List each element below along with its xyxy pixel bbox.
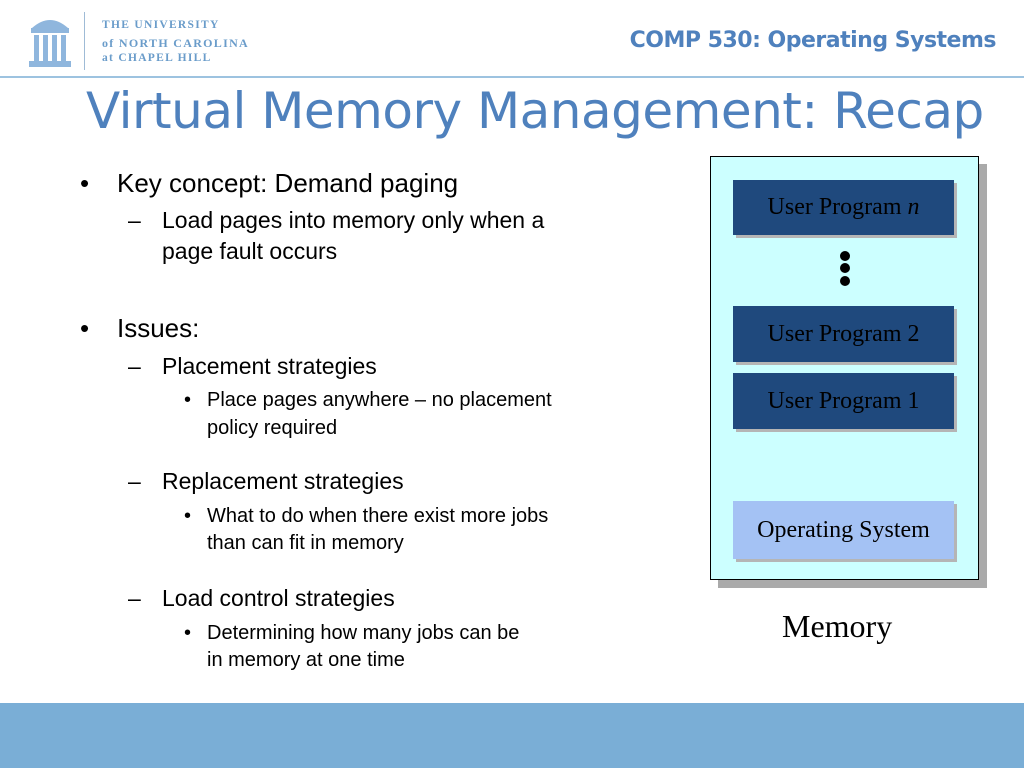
operating-system-block: Operating System: [733, 501, 954, 559]
block-label-n: n: [907, 194, 920, 220]
logo-text-1: THE UNIVERSITY: [102, 19, 220, 31]
subsub-text: What to do when there exist more jobs: [207, 505, 549, 527]
memory-diagram: User Program n User Program 2 User Progr…: [710, 156, 979, 580]
subsub-text: than can fit in memory: [207, 532, 404, 554]
unc-logo: [28, 14, 72, 70]
dash: –: [128, 468, 141, 494]
bullet-text: Issues:: [117, 313, 200, 343]
logo-text-3: at CHAPEL HILL: [102, 52, 212, 64]
sub-text: Replacement strategies: [162, 468, 404, 494]
logo-text-2: of NORTH CAROLINA: [102, 36, 250, 50]
bullet: •: [80, 168, 90, 198]
old-well-icon: [29, 20, 71, 67]
slide-title: Virtual Memory Management: Recap: [86, 82, 984, 140]
subsub-text: in memory at one time: [207, 649, 405, 671]
subsub-text: Determining how many jobs can be: [207, 622, 520, 644]
dash: –: [128, 207, 141, 233]
user-program-2: User Program 2: [733, 306, 954, 362]
ellipsis-dot: [840, 263, 850, 273]
subsub-text: policy required: [207, 417, 338, 439]
course-title: COMP 530: Operating Systems: [629, 28, 997, 53]
dash: –: [128, 585, 141, 611]
sub-text: Placement strategies: [162, 353, 377, 379]
subsub-text: Place pages anywhere – no placement: [207, 389, 552, 411]
ellipsis-dot: [840, 251, 850, 261]
bullet: •: [184, 389, 192, 411]
memory-label: Memory: [782, 608, 893, 644]
user-program-n: User Program n: [733, 180, 954, 235]
bullet: •: [184, 505, 192, 527]
user-program-1: User Program 1: [733, 373, 954, 429]
bullet-text: Key concept: Demand paging: [117, 168, 459, 198]
sub-text: page fault occurs: [162, 238, 338, 264]
sub-text: Load control strategies: [162, 585, 395, 611]
bullet: •: [80, 313, 90, 343]
ellipsis-dot: [840, 276, 850, 286]
logo-divider: [84, 12, 85, 70]
footer-band: [0, 703, 1024, 768]
block-label: User Program: [767, 194, 908, 220]
bullet: •: [184, 622, 192, 644]
dash: –: [128, 353, 141, 379]
sub-text: Load pages into memory only when a: [162, 207, 545, 233]
header-divider: [0, 76, 1024, 78]
